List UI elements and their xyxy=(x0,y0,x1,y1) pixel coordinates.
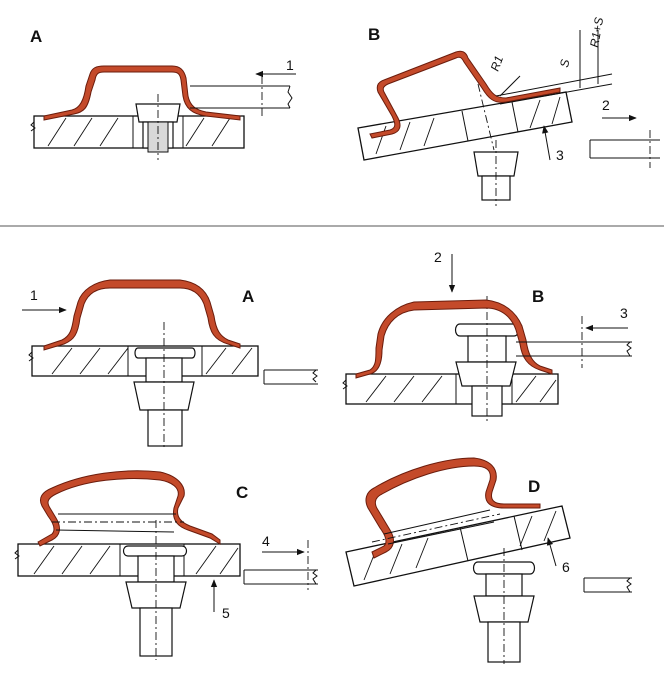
bottom-stage-c-label: C xyxy=(236,483,248,502)
bottom-b-tool xyxy=(516,316,632,368)
bottom-c-strip xyxy=(52,513,184,533)
bottom-panel: A xyxy=(14,249,632,664)
top-a-plate xyxy=(30,115,245,149)
bottom-a-callout-1: 1 xyxy=(22,287,67,314)
top-b-dimensions: R1 S R1+S xyxy=(488,16,613,105)
top-a-callout-1: 1 xyxy=(255,57,296,78)
bottom-d-tool xyxy=(583,577,632,593)
top-b-callout-3: 3 xyxy=(542,125,564,163)
bottom-d-plate xyxy=(345,505,571,587)
top-stage-b-label: B xyxy=(368,25,380,44)
bottom-d-strip xyxy=(371,509,501,545)
bottom-c-plate xyxy=(14,543,241,577)
top-b-cap xyxy=(369,50,561,139)
bottom-stage-a: A xyxy=(22,279,318,450)
bottom-c-callout-5: 5 xyxy=(210,579,230,621)
bottom-c-cap xyxy=(37,470,221,547)
top-stage-a: A xyxy=(30,27,296,160)
top-a-tool xyxy=(190,76,293,116)
bottom-c-pin xyxy=(122,520,188,660)
svg-text:2: 2 xyxy=(434,249,442,265)
top-b-plate xyxy=(357,91,573,161)
top-b-callout-2: 2 xyxy=(602,97,637,122)
bottom-a-tool xyxy=(263,369,318,385)
svg-text:6: 6 xyxy=(562,559,570,575)
bottom-stage-b: B xyxy=(342,249,632,422)
bottom-stage-a-label: A xyxy=(242,287,254,306)
top-panel: A xyxy=(30,16,660,206)
top-a-cap xyxy=(43,65,241,121)
svg-text:2: 2 xyxy=(602,97,610,113)
bottom-b-pin xyxy=(454,296,520,422)
bottom-c-callout-4: 4 xyxy=(262,533,305,556)
bottom-c-tool xyxy=(243,540,318,590)
bottom-stage-b-label: B xyxy=(532,287,544,306)
bottom-a-cap xyxy=(43,279,241,351)
top-stage-a-label: A xyxy=(30,27,42,46)
svg-text:4: 4 xyxy=(262,533,270,549)
bottom-d-callout-6: 6 xyxy=(546,537,570,575)
bottom-b-plate xyxy=(342,373,559,405)
top-stage-b: B xyxy=(357,16,660,206)
bottom-a-pin xyxy=(133,322,196,450)
bottom-b-callout-2: 2 xyxy=(434,249,456,293)
bottom-d-cap xyxy=(365,457,541,559)
r1-s-label: R1+S xyxy=(587,16,606,48)
svg-text:5: 5 xyxy=(222,605,230,621)
svg-text:1: 1 xyxy=(30,287,38,303)
svg-text:3: 3 xyxy=(556,147,564,163)
top-a-pin xyxy=(135,94,181,160)
bottom-stage-c: C xyxy=(14,470,318,660)
top-b-tool xyxy=(589,130,660,168)
bottom-stage-d-label: D xyxy=(528,477,540,496)
bottom-d-pin xyxy=(472,548,536,664)
top-b-pin xyxy=(473,83,519,206)
bottom-b-callout-3: 3 xyxy=(585,305,628,332)
svg-text:3: 3 xyxy=(620,305,628,321)
bottom-b-cap xyxy=(355,299,553,379)
r1-label: R1 xyxy=(488,54,506,73)
s-label: S xyxy=(557,58,572,68)
bottom-stage-d: D xyxy=(345,457,632,664)
svg-text:1: 1 xyxy=(286,57,294,73)
